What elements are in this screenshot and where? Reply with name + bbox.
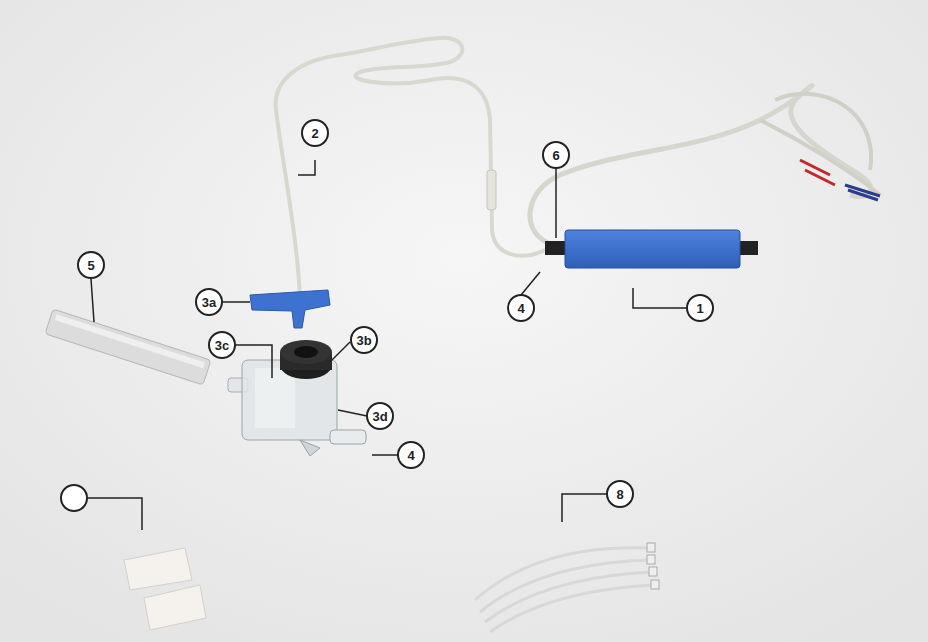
callout-number: 3b [356, 334, 371, 347]
filter-pad [144, 585, 206, 630]
pump-inlet [545, 241, 567, 255]
callout-circle: 3c [208, 331, 236, 359]
callout-circle: 2 [301, 119, 329, 147]
pump-body [565, 230, 740, 268]
callout-number: 3a [202, 296, 216, 309]
callout-circle: 6 [542, 141, 570, 169]
callout-number: 8 [616, 488, 623, 501]
pump-outlet [738, 241, 758, 255]
callout-circle: 3b [350, 326, 378, 354]
sensor-cable [276, 38, 545, 300]
leader-lines [88, 160, 687, 530]
blue-wire [845, 185, 880, 200]
power-cable-coil [760, 94, 880, 195]
callout-number: 1 [696, 302, 703, 315]
callout-number: 3d [372, 410, 387, 423]
cable-ties [475, 548, 654, 632]
callout-circle-empty [61, 485, 87, 511]
red-wire [800, 160, 835, 185]
filter-pad [124, 548, 192, 590]
cable-joint [487, 170, 496, 210]
callout-circle: 4 [507, 294, 535, 322]
callout-number: 4 [517, 302, 524, 315]
power-cable [530, 85, 871, 243]
callout-circle: 8 [606, 480, 634, 508]
callout-number: 2 [311, 127, 318, 140]
cable-tie-heads [647, 543, 659, 589]
callout-circle: 3d [366, 402, 394, 430]
reservoir-outlet [330, 430, 366, 444]
callout-number: 6 [552, 149, 559, 162]
callout-circle: 1 [686, 294, 714, 322]
drain-tube [45, 309, 211, 385]
callout-circle: 5 [77, 251, 105, 279]
float-sensor [250, 290, 330, 328]
callout-circle: 3a [195, 288, 223, 316]
callout-number: 4 [407, 449, 414, 462]
callout-circle: 4 [397, 441, 425, 469]
callout-number: 5 [87, 259, 94, 272]
callout-number: 3c [215, 339, 229, 352]
